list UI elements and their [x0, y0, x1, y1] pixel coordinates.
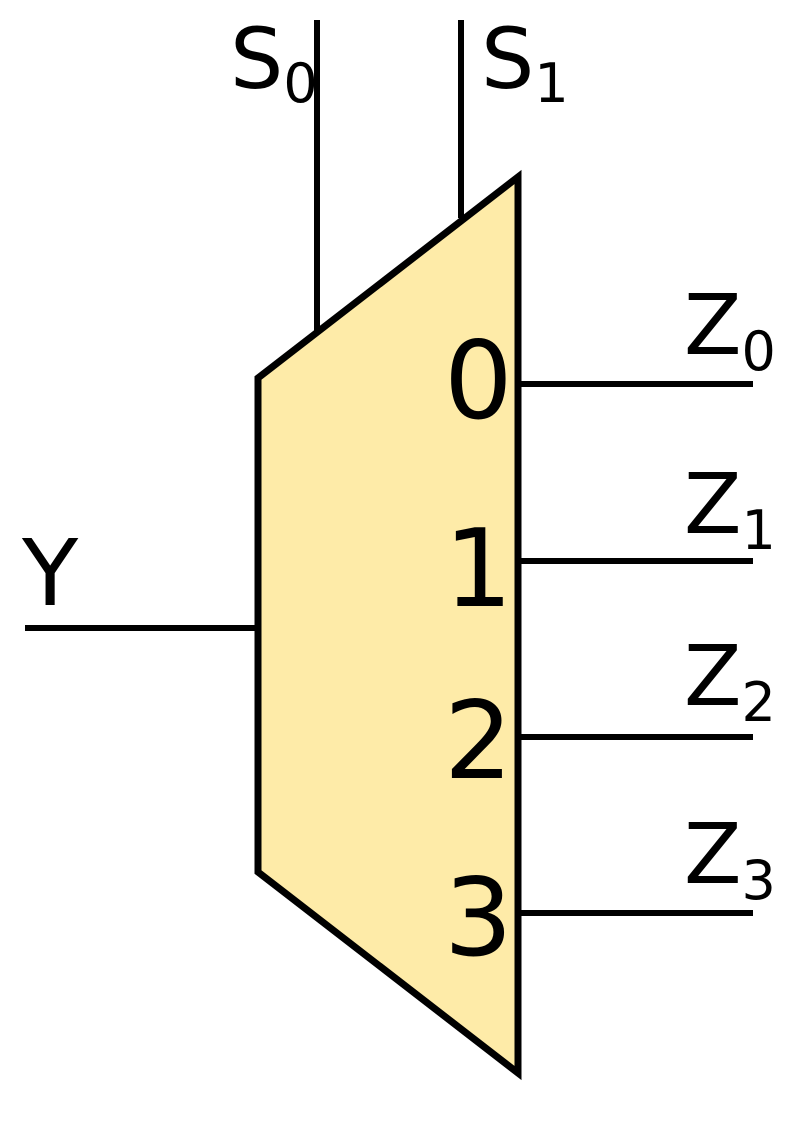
- select-label-s1-sub: 1: [534, 52, 568, 115]
- select-label-s0: S0: [230, 10, 318, 115]
- port-number-2: 2: [444, 679, 513, 804]
- output-label-z3: Z3: [684, 805, 776, 912]
- output-label-z0: Z0: [684, 276, 776, 383]
- output-label-z2: Z2: [684, 627, 776, 734]
- select-label-s1-main: S: [481, 10, 534, 108]
- select-label-s0-main: S: [230, 10, 283, 108]
- output-label-z1-main: Z: [684, 455, 742, 553]
- output-label-z0-sub: 0: [742, 320, 776, 383]
- port-number-0: 0: [444, 319, 513, 444]
- output-label-z1-sub: 1: [742, 499, 776, 562]
- select-label-s0-sub: 0: [283, 52, 317, 115]
- demux-body: [254, 169, 522, 1081]
- output-label-z3-sub: 3: [742, 849, 776, 912]
- output-label-z2-sub: 2: [742, 671, 776, 734]
- port-number-3: 3: [444, 856, 513, 981]
- output-label-z0-main: Z: [684, 276, 742, 374]
- input-label-y: Y: [21, 520, 79, 627]
- output-label-z1: Z1: [684, 455, 776, 562]
- output-label-z3-main: Z: [684, 805, 742, 903]
- port-number-1: 1: [444, 507, 513, 632]
- select-label-s1: S1: [481, 10, 569, 115]
- output-label-z2-main: Z: [684, 627, 742, 725]
